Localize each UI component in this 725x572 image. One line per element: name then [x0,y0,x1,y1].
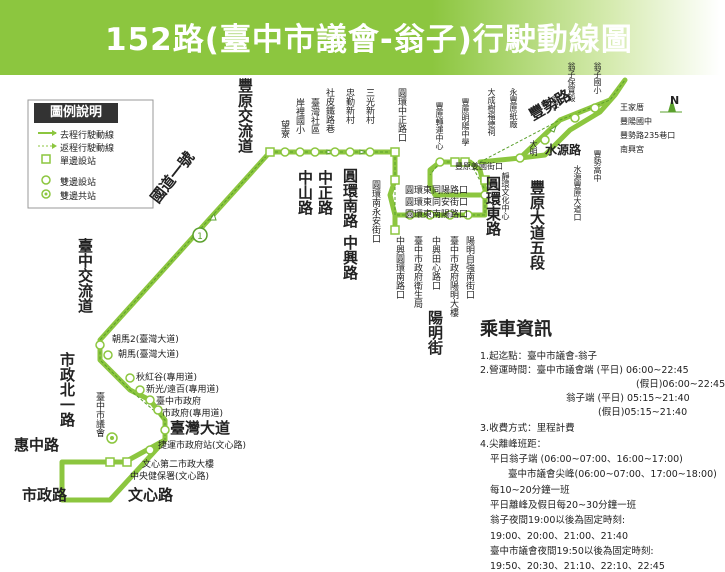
stop-huanzhong: 圓環中正路口 [396,88,406,142]
stop-shuiyuan-fengyuan: 水源豐原大道口 [573,165,582,221]
legend-symbols [38,130,57,199]
title-banner: 152路(臺中市議會-翁子)行駛動線圖 [0,0,720,75]
compass-label: N [670,94,680,107]
info-line: 臺中市議會尖峰(06:00~07:00、17:00~18:00) [508,469,717,480]
stop-fengyuanstation: 豐原轉運中心 [435,102,444,150]
stop-taiwan-society: 臺灣社區 [309,98,319,134]
road-wenxin: 文心路 [128,486,174,504]
info-line: 4.尖離峰班距： [480,439,547,450]
legend-shared-stop: 雙邊共站 [60,192,97,202]
stop-taichung-city-gov: 臺中市政府 [156,397,202,407]
highway-shield-number: 1 [197,232,203,242]
info-line: 3.收費方式：里程計費 [480,423,575,434]
stop-huandongnan: 圓環東南陽路口 [405,210,469,220]
direction-arrows [209,124,557,221]
stop-sheping: 社皮鐵路巷 [324,88,334,133]
stop-jingyun: 靜環文化中心 [501,172,510,220]
stop-dacheng: 大成樹福德祠 [487,88,496,136]
legend-return: 返程行駛動線 [60,144,115,154]
info-line: 翁子夜間19:00以後為固定時刻: [490,515,626,526]
info-line: 臺中市議會夜間19:50以後為固定時刻: [490,546,654,557]
stop-chaoma: 朝馬(臺灣大道) [118,350,180,360]
stop-zhongqin: 忠勤新村 [344,88,354,124]
info-line: (假日)05:15~21:40 [598,407,688,418]
shared-stop [106,432,118,444]
road-fengyuan-interchange: 豐原交流道 [236,78,254,153]
stop-nanxing: 南興宮 [620,145,644,154]
road-yangming: 陽明街 [426,310,444,355]
highway-shield-icon: 1 [192,227,208,243]
stop-zhongshi-health: 臺中市政府衛生局 [412,236,422,308]
legend-double-stop: 雙邊設站 [60,178,97,188]
legend-outbound: 去程行駛動線 [60,131,115,141]
info-line: 平日翁子端 (06:00~07:00、16:00~17:00) [490,454,683,465]
road-zhongshan: 中山路 [296,170,314,215]
info-title: 乘車資訊 [480,319,552,340]
stop-wenxin-building: 文心第二市政大樓 [142,460,215,470]
road-huizhong: 惠中路 [14,436,60,454]
stop-wengzi: 翁子 [551,95,560,111]
road-taichung-interchange: 臺中交流道 [76,238,94,313]
stop-yangming-ziqiang: 陽明自強南街口 [464,236,474,299]
stop-fengyuanjie: 豐原姜國街口 [455,162,503,171]
stop-tongan: 大明 [529,140,538,156]
info-line: 1.起迄點：臺中市議會-翁子 [480,351,597,362]
road-zhongxing: 中興路 [341,235,359,280]
info-line: (假日)06:00~22:45 [636,379,725,390]
road-huandong: 圓環東路 [484,176,502,236]
stop-qiuhonggu: 秋紅谷(專用道) [136,373,198,383]
road-zhongzheng: 中正路 [316,170,334,215]
road-huannan: 圓環南路 [341,168,359,228]
stop-fengyuanmingyang: 豐原明陽中學 [461,98,470,146]
road-fengyuan-blvd5: 豐原大道五段 [528,180,546,270]
stop-chaoma2: 朝馬2(臺灣大道) [112,335,179,345]
stop-zhonghua-yangming: 臺中市政府陽明大樓 [448,236,458,317]
info-line: 平日離峰及假日每20~30分鐘一班 [490,500,637,511]
stop-central-insurance: 中央健保署(文心路) [130,472,210,482]
info-line: 每10~20分鐘一班 [490,485,570,496]
road-shuiyuan: 水源路 [545,143,582,157]
stop-fengshi235: 豐勢路235巷口 [620,131,676,140]
info-line: 翁子端 (平日) 05:15~21:40 [566,393,690,404]
stop-wengzi-bao: 翁子保寶殿 [567,62,576,102]
stop-xinguang: 新光/遠百(專用道) [146,385,220,395]
legend-title: 圖例說明 [34,103,118,123]
stop-wangliao: 望寮 [279,120,289,138]
road-taiwan-blvd: 臺灣大道 [170,419,231,437]
return-line [99,79,626,440]
stop-wengzi-school: 翁子國小 [593,62,602,94]
stop-taichung-council: 臺中市議會 [94,392,104,437]
stop-wangjia: 王家厝 [620,103,644,112]
stop-yongfeng: 永豐原紙廠 [509,88,518,128]
stop-fengshi-hs: 豐勢高中 [593,150,602,182]
stop-city-gov-bus: 市政府(專用道) [162,409,224,419]
stop-markers [105,147,490,467]
stop-huandongan: 圓環東同安街口 [405,198,469,208]
stop-mrt-gov: 捷運市政府站(文心路) [158,441,247,451]
road-shizheng-north1: 市政北一路 [58,352,76,427]
stop-zhongxinghuan: 中興圓環南路口 [394,236,404,299]
double-stop-markers [95,103,600,455]
stop-huannanyongan: 圓環南永安街口 [370,180,380,243]
stop-huandongtong: 圓環東同陽路口 [405,186,469,196]
map-title: 152路(臺中市議會-翁子)行駛動線圖 [105,22,633,58]
stop-fengyang-jh: 豐陽國中 [620,117,652,126]
compass-north-icon [660,98,682,113]
legend-single-stop: 單邊設站 [60,157,97,167]
stop-anpi: 岸裡國小 [294,98,304,134]
stop-sanguang: 三光新村 [364,88,374,124]
road-shizheng: 市政路 [22,486,68,504]
info-line: 19:50、20:30、21:10、22:10、22:45 [490,561,665,572]
stop-zhongxing-tianxin: 中興田心路口 [430,236,440,290]
info-line: 2.營運時間：臺中市議會端 (平日) 06:00~22:45 [480,365,689,376]
info-line: 19:00、20:00、21:00、21:40 [490,531,629,542]
